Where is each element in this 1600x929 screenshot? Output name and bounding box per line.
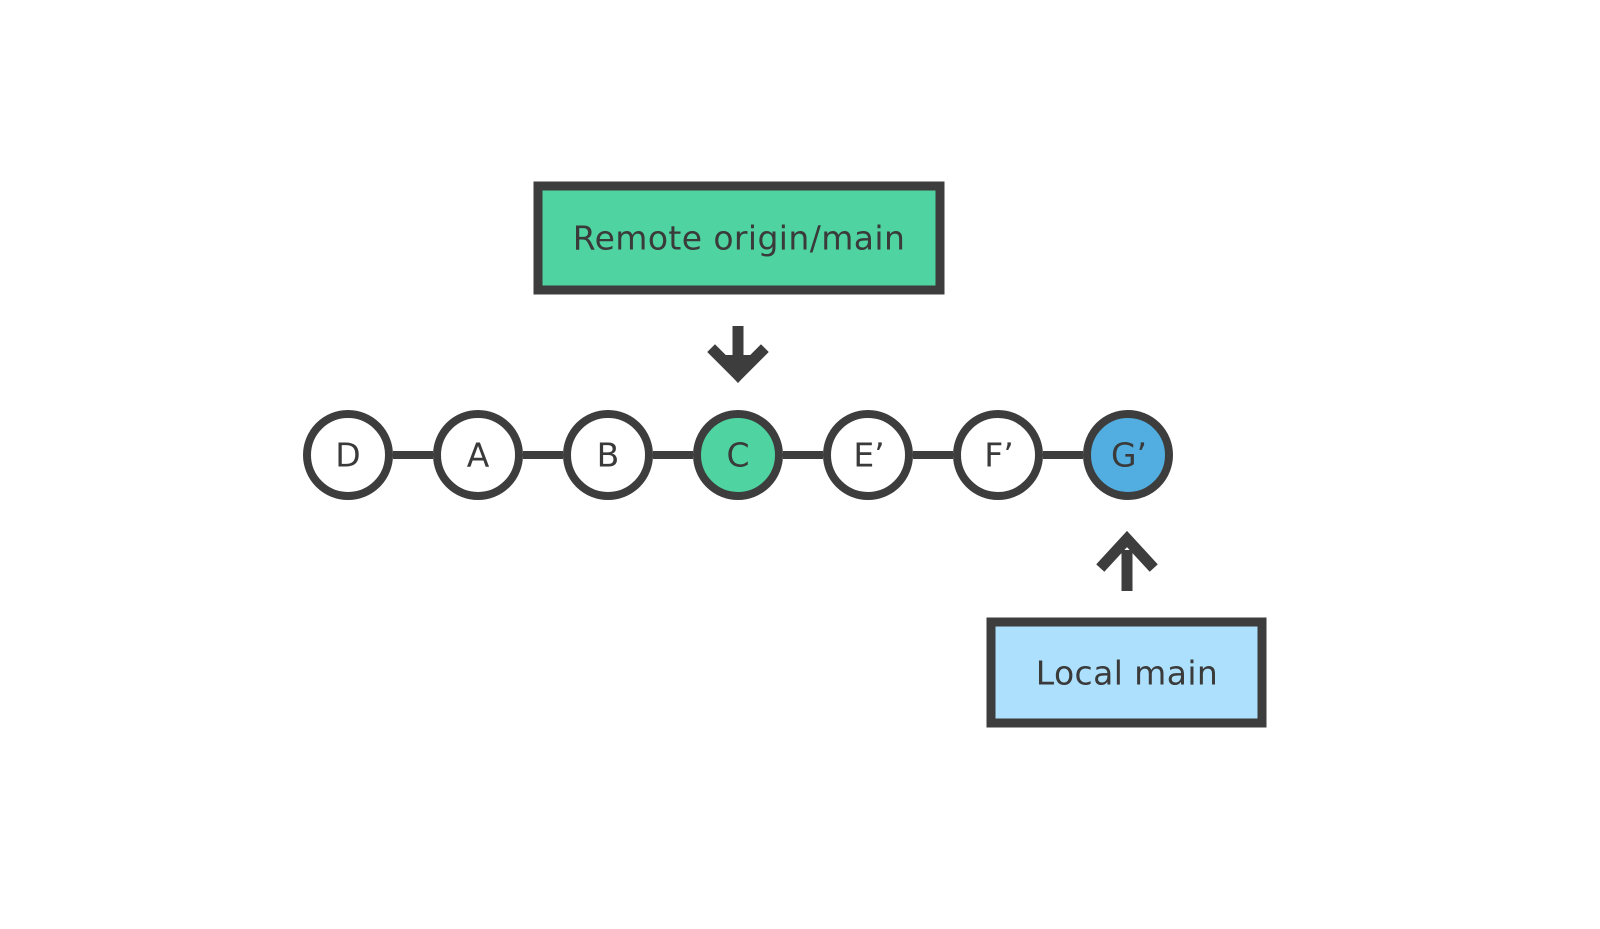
commit-label-d: D <box>335 436 360 475</box>
commit-circle-e-prime <box>823 410 913 500</box>
arrow-remote-to-commit-c <box>707 326 769 383</box>
commit-node-g-prime[interactable]: G’ <box>1083 410 1173 500</box>
commit-label-e-prime: E’ <box>853 436 884 475</box>
local-main-box[interactable]: Local main <box>986 617 1267 728</box>
remote-origin-main-box[interactable]: Remote origin/main <box>533 181 945 295</box>
commit-label-b: B <box>597 436 620 475</box>
local-box-label: Local main <box>1036 654 1218 693</box>
commit-node-f-prime[interactable]: F’ <box>953 410 1043 500</box>
commit-node-e-prime[interactable]: E’ <box>823 410 913 500</box>
local-box-rect <box>986 617 1267 728</box>
commit-node-c[interactable]: C <box>693 410 783 500</box>
commit-label-g-prime: G’ <box>1111 436 1147 475</box>
commit-circle-g-prime <box>1083 410 1173 500</box>
commit-circle-b <box>563 410 653 500</box>
remote-box-rect <box>533 181 945 295</box>
commit-label-a: A <box>467 436 490 475</box>
remote-box-label: Remote origin/main <box>573 219 906 258</box>
arrow-up-head-stroke <box>1096 530 1158 572</box>
commit-circle-d <box>303 410 393 500</box>
commit-label-c: C <box>726 436 749 475</box>
commit-circle-a <box>433 410 523 500</box>
commit-node-b[interactable]: B <box>563 410 653 500</box>
commit-node-a[interactable]: A <box>433 410 523 500</box>
commit-label-f-prime: F’ <box>984 436 1013 475</box>
commit-circle-f-prime <box>953 410 1043 500</box>
arrow-down-head-stroke <box>707 344 769 383</box>
arrow-local-to-commit-g-prime <box>1096 530 1158 591</box>
commit-nodes: D A B C E’ F’ <box>303 410 1173 500</box>
commit-circle-c <box>693 410 783 500</box>
commit-node-d[interactable]: D <box>303 410 393 500</box>
